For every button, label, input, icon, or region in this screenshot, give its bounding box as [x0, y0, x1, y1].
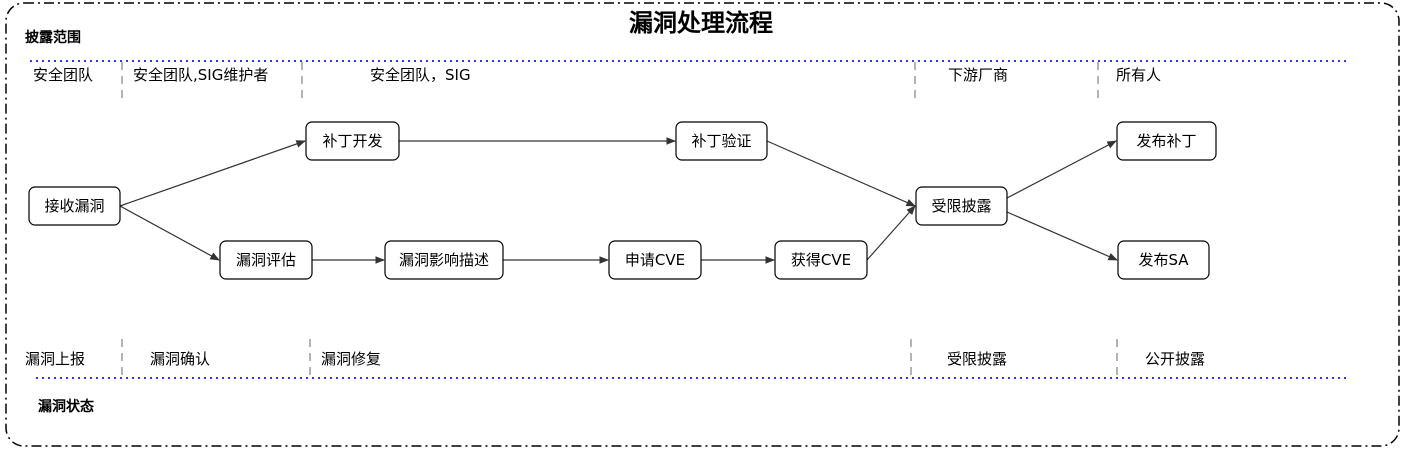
node-limited-disclosure[interactable]: 受限披露 — [915, 186, 1008, 226]
node-publish-sa-label: 发布SA — [1138, 251, 1189, 269]
edges-layer — [119, 137, 1118, 264]
node-impact-desc-label: 漏洞影响描述 — [399, 251, 489, 269]
node-limited-disclosure-label: 受限披露 — [931, 197, 991, 215]
section-vuln-status: 漏洞状态 — [38, 398, 94, 415]
node-apply-cve[interactable]: 申请CVE — [608, 240, 702, 280]
node-publish-sa[interactable]: 发布SA — [1117, 240, 1210, 280]
edge-receive-to-patch-dev — [119, 140, 306, 207]
scope-label-everyone: 所有人 — [1116, 66, 1161, 84]
edge-get-cve-to-limited-disclosure — [866, 205, 916, 261]
edge-patch-verify-to-limited-disclosure — [766, 140, 916, 207]
node-impact-desc[interactable]: 漏洞影响描述 — [384, 240, 504, 280]
node-publish-patch[interactable]: 发布补丁 — [1116, 121, 1217, 161]
edge-limited-disclosure-to-publish-sa — [1006, 211, 1118, 261]
node-receive[interactable]: 接收漏洞 — [28, 186, 121, 226]
node-patch-verify[interactable]: 补丁验证 — [675, 121, 768, 161]
scope-label-security-sig-maintainer: 安全团队,SIG维护者 — [133, 66, 268, 84]
edge-receive-to-assess — [119, 205, 220, 261]
node-receive-label: 接收漏洞 — [44, 197, 104, 215]
node-assess[interactable]: 漏洞评估 — [219, 240, 313, 280]
scope-label-downstream-vendor: 下游厂商 — [948, 66, 1008, 84]
node-patch-dev[interactable]: 补丁开发 — [305, 121, 400, 161]
status-label-public-disclosure: 公开披露 — [1145, 350, 1205, 368]
scope-label-security-sig: 安全团队，SIG — [370, 66, 471, 84]
status-label-confirmed: 漏洞确认 — [150, 350, 210, 368]
status-label-reported: 漏洞上报 — [25, 350, 85, 368]
scope-label-security-team: 安全团队 — [33, 66, 93, 84]
node-patch-verify-label: 补丁验证 — [691, 132, 751, 150]
node-assess-label: 漏洞评估 — [236, 251, 296, 269]
node-patch-dev-label: 补丁开发 — [322, 132, 382, 150]
node-apply-cve-label: 申请CVE — [625, 251, 685, 269]
node-get-cve[interactable]: 获得CVE — [774, 240, 868, 280]
node-publish-patch-label: 发布补丁 — [1136, 132, 1196, 150]
section-disclosure-scope: 披露范围 — [25, 29, 81, 46]
status-label-fixing: 漏洞修复 — [321, 350, 381, 368]
node-get-cve-label: 获得CVE — [791, 251, 851, 269]
nodes-layer: 接收漏洞 补丁开发 补丁验证 漏洞评估 漏洞影响描述 申请CVE 获得CVE — [28, 121, 1217, 280]
diagram-title: 漏洞处理流程 — [629, 9, 773, 37]
edge-limited-disclosure-to-publish-patch — [1006, 140, 1117, 199]
status-label-limited-disclosure: 受限披露 — [947, 350, 1007, 368]
outer-frame — [5, 2, 1400, 447]
